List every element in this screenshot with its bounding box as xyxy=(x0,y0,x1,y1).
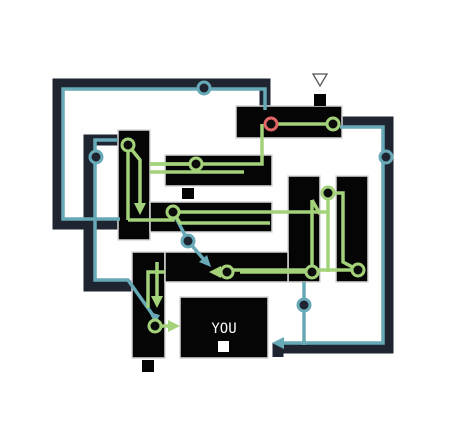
blue-arrowhead-mid xyxy=(199,255,211,267)
white-square-icon xyxy=(218,341,229,352)
node-green-tall-left[interactable] xyxy=(120,137,136,153)
blue-wire-right-loop xyxy=(283,125,385,345)
node-green-right-end[interactable] xyxy=(350,262,366,278)
socket-upper-mid xyxy=(182,188,194,199)
green-arrowhead-lower xyxy=(209,266,221,278)
green-arrowhead-down xyxy=(151,296,163,308)
block-top-right xyxy=(235,105,343,139)
node-blue-bottom[interactable] xyxy=(296,297,312,313)
node-green-mid-bar[interactable] xyxy=(165,204,181,220)
green-wire-upper-mid xyxy=(150,162,244,174)
node-blue-top[interactable] xyxy=(196,80,212,96)
node-blue-left[interactable] xyxy=(88,149,104,165)
node-active[interactable] xyxy=(263,116,279,132)
socket-top xyxy=(314,94,326,106)
triangle-down-icon xyxy=(311,73,329,88)
blue-arrowhead-left xyxy=(149,312,160,324)
green-wire-lower-left xyxy=(146,262,165,308)
green-arrowhead-left xyxy=(134,203,146,215)
node-green-lower-left[interactable] xyxy=(147,318,163,334)
node-green-upper-mid[interactable] xyxy=(188,156,204,172)
node-blue-right[interactable] xyxy=(378,149,394,165)
goal-label: YOU xyxy=(211,321,236,337)
node-green-lower-mid[interactable] xyxy=(219,264,235,280)
blue-wire-left-inner xyxy=(93,138,157,320)
green-wire-lower-bar xyxy=(227,268,358,274)
node-blue-mid[interactable] xyxy=(180,233,196,249)
blue-wire-left-loop xyxy=(61,87,267,221)
socket-bottom xyxy=(142,360,154,372)
green-wire-right-columns xyxy=(310,191,359,272)
blue-arrowhead-right xyxy=(272,337,284,349)
node-green-right-mid[interactable] xyxy=(304,264,320,280)
node-green-top-right[interactable] xyxy=(325,116,341,132)
green-arrowhead-goal xyxy=(168,320,180,332)
outer-wire-right-loop xyxy=(272,116,394,357)
node-green-right-top[interactable] xyxy=(320,185,336,201)
